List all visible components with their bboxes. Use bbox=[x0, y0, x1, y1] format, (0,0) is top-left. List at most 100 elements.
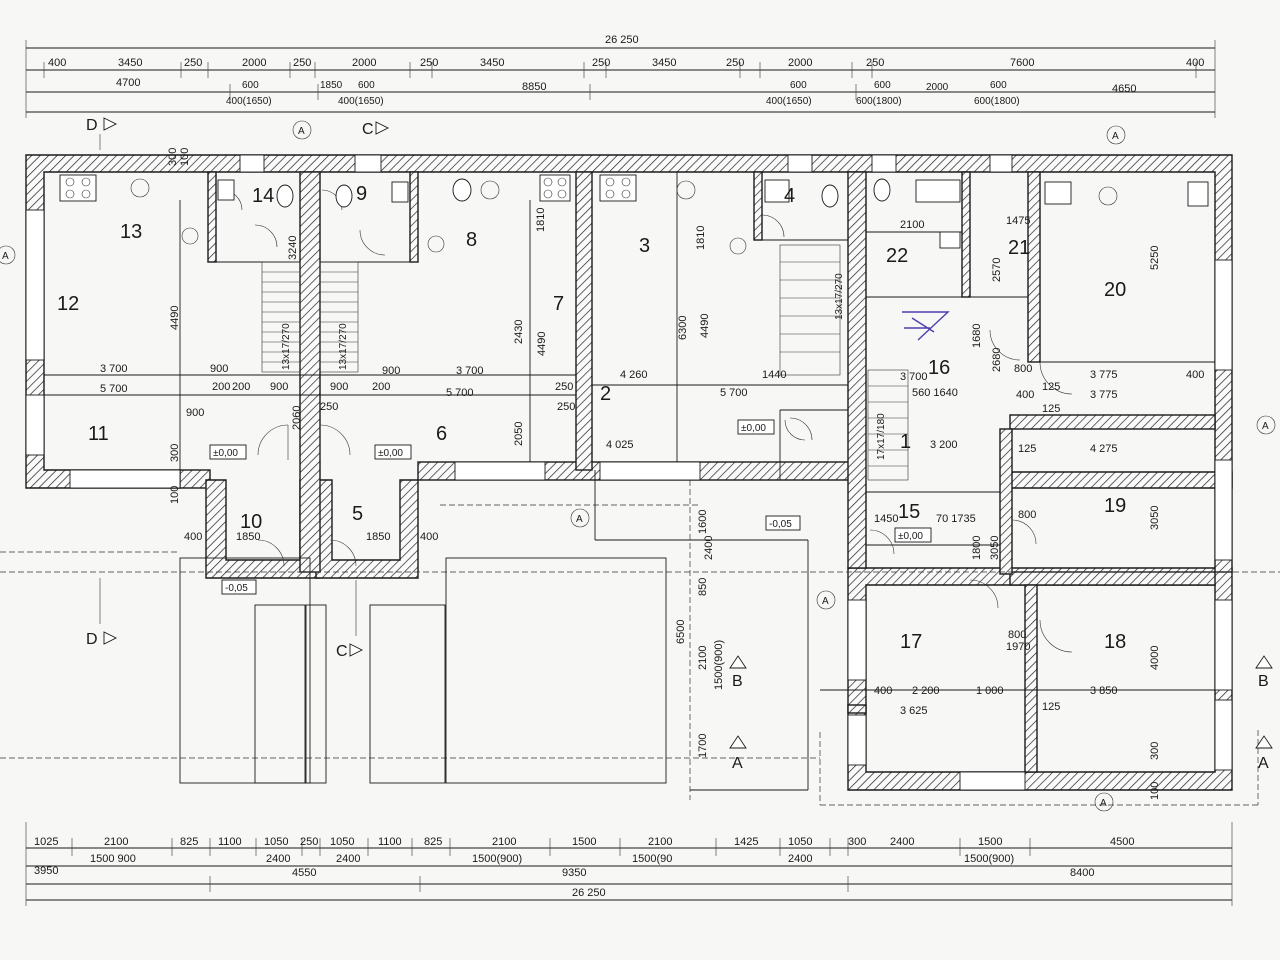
windows bbox=[25, 154, 1233, 791]
dim-bottom-group: 8400 bbox=[1070, 867, 1094, 879]
dim-top: 2000 bbox=[352, 57, 376, 69]
dim-text: 400 bbox=[1186, 369, 1204, 381]
bottom-dimension-chain: 1025 2100 825 1100 1050 250 1050 1100 82… bbox=[25, 822, 1233, 906]
grid-marker-a: A bbox=[1262, 421, 1269, 432]
dim-text: 3 775 bbox=[1090, 369, 1118, 381]
dim-bottom-group: 4550 bbox=[292, 867, 316, 879]
dim-text-v: 3240 bbox=[287, 236, 299, 260]
dim-opening: 2000 bbox=[926, 82, 949, 93]
level-mark: ±0,00 bbox=[213, 448, 238, 459]
dim-text: 125 bbox=[1042, 381, 1060, 393]
dim-bottom-opening: 2400 bbox=[266, 853, 290, 865]
dim-text-v: 100 bbox=[1149, 782, 1161, 800]
dim-text: 125 bbox=[1042, 701, 1060, 713]
dim-top: 250 bbox=[726, 57, 744, 69]
dim-text: 3 850 bbox=[1090, 685, 1118, 697]
section-marker-a: A bbox=[732, 755, 743, 772]
dim-text: 400 bbox=[874, 685, 892, 697]
dim-bottom: 2400 bbox=[890, 836, 914, 848]
dim-text-v: 2060 bbox=[291, 406, 303, 430]
dim-text: 125 bbox=[1042, 403, 1060, 415]
dim-text: 1 000 bbox=[976, 685, 1004, 697]
dim-opening: 600 bbox=[358, 80, 375, 91]
dim-text-v: 3050 bbox=[989, 536, 1001, 560]
garage-blocks bbox=[179, 470, 809, 791]
dim-text: 4 260 bbox=[620, 369, 648, 381]
dim-text: 3 700 bbox=[456, 365, 484, 377]
dim-text: 200 bbox=[372, 381, 390, 393]
dim-text: 900 bbox=[186, 407, 204, 419]
dim-bottom: 825 bbox=[180, 836, 198, 848]
dim-text-v: 3050 bbox=[1149, 506, 1161, 530]
dim-opening: 600 bbox=[874, 80, 891, 91]
dim-text: 3 700 bbox=[900, 371, 928, 383]
dim-bottom: 1100 bbox=[218, 836, 242, 848]
dim-bottom: 1050 bbox=[788, 836, 812, 848]
level-mark: ±0,00 bbox=[898, 531, 923, 542]
dim-text-v: 300 bbox=[167, 148, 179, 166]
room-20-label: 20 bbox=[1104, 279, 1126, 301]
room-15-label: 15 bbox=[898, 501, 920, 523]
dim-text: 200 bbox=[232, 381, 250, 393]
dim-bottom-group: 9350 bbox=[562, 867, 586, 879]
room-3-label: 3 bbox=[639, 235, 650, 257]
dim-text: 1850 bbox=[366, 531, 390, 543]
grid-marker-a: A bbox=[298, 126, 305, 137]
room-14-label: 14 bbox=[252, 185, 274, 207]
dashed-projections bbox=[0, 480, 1280, 806]
dim-text: 800 bbox=[1018, 509, 1036, 521]
dim-text: 1970 bbox=[1006, 641, 1030, 653]
dim-text: 125 bbox=[1018, 443, 1036, 455]
top-dimension-chain: 26 250 400 3450 250 2000 250 2000 250 34… bbox=[25, 34, 1216, 118]
dim-text-v: 6500 bbox=[675, 620, 687, 644]
dim-bottom: 1425 bbox=[734, 836, 758, 848]
room-8-label: 8 bbox=[466, 229, 477, 251]
dim-bottom: 250 bbox=[300, 836, 318, 848]
dim-text-v: 4490 bbox=[699, 314, 711, 338]
section-marker-b: B bbox=[1258, 673, 1269, 690]
dim-text: 1440 bbox=[762, 369, 786, 381]
dim-text: 5 700 bbox=[100, 383, 128, 395]
dim-text: 250 bbox=[557, 401, 575, 413]
section-markers: A A A A A A A B B A A D D C C bbox=[0, 117, 1276, 812]
dim-text: 400 bbox=[1016, 389, 1034, 401]
dim-bottom-opening: 1500(900) bbox=[964, 853, 1014, 865]
dim-opening: 600 bbox=[790, 80, 807, 91]
dim-bottom: 2100 bbox=[104, 836, 128, 848]
dim-text: 200 bbox=[212, 381, 230, 393]
dim-text: 4 025 bbox=[606, 439, 634, 451]
room-4-label: 4 bbox=[784, 185, 795, 207]
dim-bottom-opening: 2400 bbox=[336, 853, 360, 865]
dim-bottom: 1100 bbox=[378, 836, 402, 848]
dim-opening: 600 bbox=[242, 80, 259, 91]
dim-bottom-opening: 1500 900 bbox=[90, 853, 136, 865]
handwritten-annotation bbox=[902, 311, 950, 341]
dim-text: 3 775 bbox=[1090, 389, 1118, 401]
room-7-label: 7 bbox=[553, 293, 564, 315]
dim-text: 3 625 bbox=[900, 705, 928, 717]
dim-text: 900 bbox=[382, 365, 400, 377]
dim-top: 3450 bbox=[480, 57, 504, 69]
stair-label: 13x17/270 bbox=[281, 323, 292, 370]
room-1-label: 1 bbox=[900, 431, 911, 453]
room-11-label: 11 bbox=[88, 423, 109, 445]
level-mark: -0,05 bbox=[769, 519, 792, 530]
dim-text-v: 6300 bbox=[677, 316, 689, 340]
dim-text-v: 4490 bbox=[536, 332, 548, 356]
dim-opening: 1850 bbox=[320, 80, 343, 91]
dim-text-v: 2680 bbox=[991, 348, 1003, 372]
section-marker-d: D bbox=[86, 117, 98, 134]
dim-top: 7600 bbox=[1010, 57, 1034, 69]
dim-bottom: 4500 bbox=[1110, 836, 1134, 848]
dim-text: 400 bbox=[184, 531, 202, 543]
dim-top: 2000 bbox=[242, 57, 266, 69]
dim-top-group: 4700 bbox=[116, 77, 140, 89]
room-22-label: 22 bbox=[886, 245, 908, 267]
dim-text-v: 300 bbox=[169, 444, 181, 462]
dim-top: 3450 bbox=[652, 57, 676, 69]
dim-text-v: 1800 bbox=[971, 536, 983, 560]
dim-text: 900 bbox=[330, 381, 348, 393]
dim-opening: 600(1800) bbox=[974, 96, 1020, 107]
dim-top: 250 bbox=[184, 57, 202, 69]
